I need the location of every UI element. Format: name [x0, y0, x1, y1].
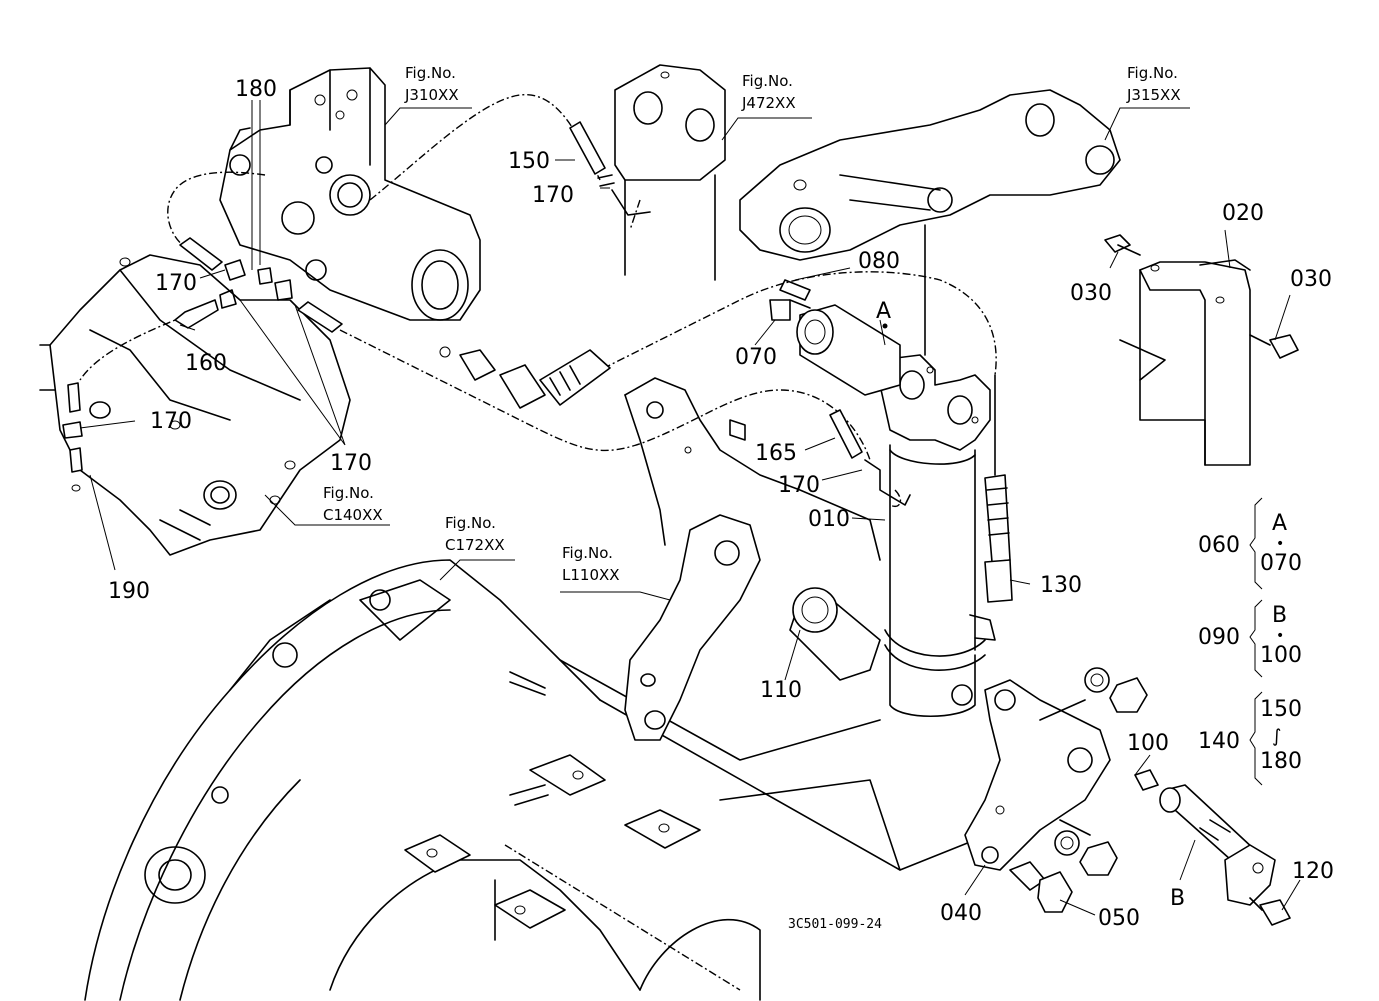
svg-text:A: A [1272, 511, 1287, 536]
part-label-110: 110 [760, 678, 802, 703]
svg-text:L110XX: L110XX [562, 566, 620, 584]
part-label-080: 080 [858, 249, 900, 274]
part-label-100: 100 [1127, 731, 1169, 756]
rear-housing [39, 254, 351, 556]
svg-text:C172XX: C172XX [445, 536, 505, 554]
part-label-170-left: 170 [155, 271, 197, 296]
hydraulic-block [219, 67, 481, 321]
part-label-130: 130 [1040, 573, 1082, 598]
svg-text:J315XX: J315XX [1126, 86, 1181, 104]
svg-text:Fig.No.: Fig.No. [742, 72, 793, 90]
part-label-050: 050 [1098, 906, 1140, 931]
svg-text:180: 180 [1260, 749, 1302, 774]
link-plate [624, 377, 881, 741]
part-label-030-left: 030 [1070, 281, 1112, 306]
cylinder-010 [879, 224, 996, 718]
pin-b [1134, 769, 1291, 926]
part-label-165: 165 [755, 441, 797, 466]
part-label-010: 010 [808, 507, 850, 532]
fig-ref-j315: Fig.No. J315XX [1126, 64, 1181, 104]
tubes-clips [62, 121, 911, 506]
part-label-150: 150 [508, 149, 550, 174]
svg-text:J472XX: J472XX [741, 94, 796, 112]
fig-ref-j472: Fig.No. J472XX [741, 72, 796, 112]
group-brackets [1249, 497, 1263, 786]
svg-text:090: 090 [1198, 625, 1240, 650]
group-090: 090 B • 100 [1198, 603, 1302, 668]
sensor-130 [984, 374, 1013, 603]
part-label-180: 180 [235, 77, 277, 102]
fig-ref-j310: Fig.No. J310XX [404, 64, 459, 104]
part-label-070: 070 [735, 345, 777, 370]
part-label-170-mid: 170 [150, 409, 192, 434]
bolt-050 [1009, 861, 1073, 913]
svg-text:150: 150 [1260, 697, 1302, 722]
svg-text:J310XX: J310XX [404, 86, 459, 104]
part-label-170-right: 170 [778, 473, 820, 498]
part-label-030-right: 030 [1290, 267, 1332, 292]
part-label-160: 160 [185, 351, 227, 376]
svg-text:Fig.No.: Fig.No. [1127, 64, 1178, 82]
part-label-040: 040 [940, 901, 982, 926]
part-label-190: 190 [108, 579, 150, 604]
part-label-170-top: 170 [532, 183, 574, 208]
svg-text:100: 100 [1260, 643, 1302, 668]
connectors [439, 346, 611, 409]
part-label-120: 120 [1292, 859, 1334, 884]
fig-ref-l110: Fig.No. L110XX [562, 544, 620, 584]
group-060: 060 A • 070 [1198, 511, 1302, 576]
lift-arm [739, 89, 1121, 261]
transmission-housing [84, 559, 1001, 1001]
part-label-020: 020 [1222, 201, 1264, 226]
svg-text:Fig.No.: Fig.No. [445, 514, 496, 532]
diagram-code: 3C501-099-24 [788, 917, 882, 932]
svg-text:•: • [1276, 628, 1284, 644]
leader-lines [79, 100, 1301, 916]
svg-text:Fig.No.: Fig.No. [323, 484, 374, 502]
plate-040 [964, 667, 1148, 876]
fig-ref-c172: Fig.No. C172XX [445, 514, 505, 554]
svg-text:B: B [1272, 603, 1287, 628]
svg-text:•: • [1276, 536, 1284, 552]
pin-a [769, 279, 901, 396]
fig-ref-c140: Fig.No. C140XX [323, 484, 383, 524]
callout-b: B [1170, 886, 1185, 911]
lift-column [614, 64, 726, 281]
svg-text:Fig.No.: Fig.No. [405, 64, 456, 82]
svg-text:∫: ∫ [1272, 726, 1281, 747]
svg-text:C140XX: C140XX [323, 506, 383, 524]
svg-text:070: 070 [1260, 551, 1302, 576]
bracket-020 [1104, 234, 1299, 466]
part-label-170-bottom: 170 [330, 451, 372, 476]
svg-text:Fig.No.: Fig.No. [562, 544, 613, 562]
svg-text:140: 140 [1198, 729, 1240, 754]
svg-text:060: 060 [1198, 533, 1240, 558]
group-140: 140 150 ∫ 180 [1198, 697, 1302, 774]
callout-a: A [876, 299, 891, 324]
